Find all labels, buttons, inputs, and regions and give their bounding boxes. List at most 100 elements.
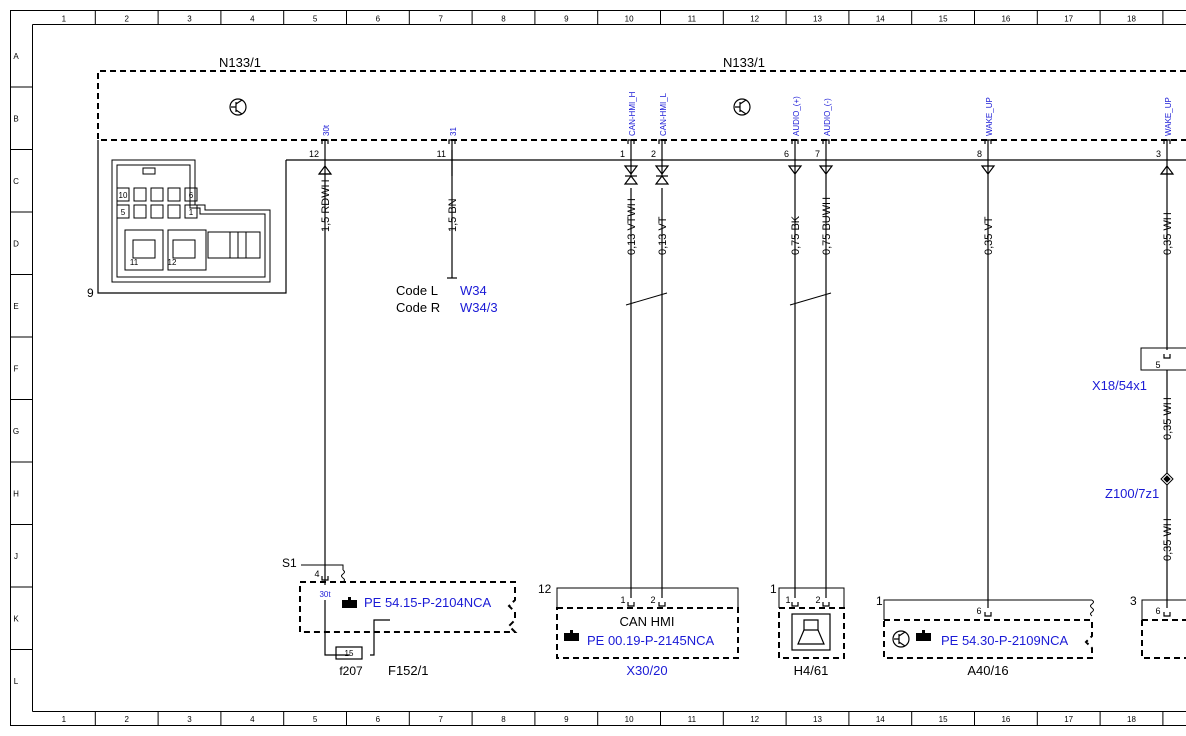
grid-col-label: 13 (813, 715, 822, 724)
can-hmi-block (556, 587, 739, 659)
can-pin-1: 1 (620, 595, 625, 605)
module-label-right: N133/1 (723, 55, 765, 70)
module-pin-signal: AUDIO_(+) (792, 96, 801, 136)
x18-wire-label: 0,35 WH (1162, 397, 1174, 440)
pin-stub (321, 139, 329, 160)
signal-direction-arrow (654, 175, 670, 185)
connector-number: 9 (87, 286, 94, 300)
svg-text:5: 5 (121, 208, 126, 217)
grid-col-label: 2 (124, 715, 129, 724)
grid-col-label: 17 (1064, 715, 1073, 724)
grid-col-label: 3 (187, 715, 192, 724)
module-wire-label: 1,5 BN (447, 198, 459, 232)
z100-link[interactable]: Z100/7z1 (1105, 486, 1159, 501)
pin-stub (448, 139, 456, 160)
module-wire-label: 0,35 VT (983, 216, 995, 255)
grid-col-label: 15 (939, 715, 948, 724)
fuse-pin: 4 (314, 569, 319, 579)
grid-row-label: J (14, 552, 18, 561)
code-r-link[interactable]: W34/3 (460, 300, 498, 315)
signal-direction-arrow (818, 165, 834, 175)
pin-stubs (317, 139, 1175, 617)
module-wire-label: 0,13 VT (657, 216, 669, 255)
can-ref[interactable]: X30/20 (626, 663, 667, 678)
grid-col-label: 2 (124, 15, 129, 24)
pin-stub (791, 139, 799, 160)
pin-stub (1163, 354, 1171, 359)
module-wire-label: 1,5 RDWH (320, 179, 332, 232)
z100-wire-label: 0,35 WH (1162, 518, 1174, 561)
grid-col-label: 3 (187, 15, 192, 24)
pe-reference-icon (342, 597, 357, 608)
pin-stub (1163, 612, 1171, 617)
fuse-block (299, 581, 518, 660)
can-pin-2: 2 (650, 595, 655, 605)
a40-conn-number: 1 (876, 594, 883, 608)
module-wire-label: 0,75 BUWH (821, 197, 833, 255)
grid-col-label: 14 (876, 15, 885, 24)
signal-direction-arrow (787, 165, 803, 175)
grid-col-label: 7 (438, 715, 443, 724)
module-label-left: N133/1 (219, 55, 261, 70)
pe-reference-icon (916, 630, 931, 641)
code-l-link[interactable]: W34 (460, 283, 487, 298)
grid-labels: 1122334455667788991010111112121313141415… (13, 15, 1137, 725)
code-l-label: Code L (396, 283, 438, 298)
grid-col-label: 9 (564, 15, 569, 24)
grid-col-label: 14 (876, 715, 885, 724)
signal-direction-arrow (623, 175, 639, 185)
module-pin-number: 1 (620, 149, 625, 159)
module-pin-signal: CAN-HMI_H (628, 91, 637, 136)
grid-col-label: 12 (750, 15, 759, 24)
grid-col-label: 4 (250, 715, 255, 724)
speaker-pin-1: 1 (785, 595, 790, 605)
module-pin-number: 11 (437, 149, 446, 159)
splice-icon (1160, 472, 1174, 486)
grid-col-label: 7 (438, 15, 443, 24)
pin-stub (627, 602, 635, 607)
grid-col-label: 4 (250, 15, 255, 24)
signal-direction-arrow (623, 165, 639, 175)
pin-stub (321, 576, 329, 581)
fuse-signal: 30t (319, 590, 331, 599)
grid-col-label: 8 (501, 715, 506, 724)
right-pin: 6 (1155, 606, 1160, 616)
fuse-pe-link[interactable]: PE 54.15-P-2104NCA (364, 595, 492, 610)
can-pe-link[interactable]: PE 00.19-P-2145NCA (587, 633, 715, 648)
grid-col-label: 11 (688, 15, 697, 24)
speaker-conn-number: 1 (770, 582, 777, 596)
fuse-name: f207 (339, 664, 363, 678)
grid-col-label: 10 (625, 15, 634, 24)
grid-col-label: 6 (376, 15, 381, 24)
a40-block (883, 599, 1094, 659)
grid-row-label: C (13, 177, 19, 186)
module-pin-signal: WAKE_UP (1164, 97, 1173, 136)
signal-direction-arrow (980, 165, 996, 175)
grid-row-label: A (13, 52, 19, 61)
transistor-icon (892, 630, 910, 648)
speaker-ref: H4/61 (794, 663, 829, 678)
connector-face-drawing (111, 159, 271, 283)
a40-pe-link[interactable]: PE 54.30-P-2109NCA (941, 633, 1069, 648)
grid-col-label: 10 (625, 715, 634, 724)
module-pin-signal: WAKE_UP (985, 97, 994, 136)
grid-row-label: L (14, 677, 19, 686)
speaker-block (778, 587, 845, 659)
a40-ref: A40/16 (967, 663, 1008, 678)
module-pin-number: 3 (1156, 149, 1161, 159)
svg-text:11: 11 (130, 258, 139, 267)
wires (301, 150, 1168, 656)
pin-stub (984, 612, 992, 617)
x18-pin: 5 (1155, 360, 1160, 370)
right-partial-block (1141, 599, 1186, 659)
fuse-number: 15 (345, 649, 354, 658)
x18-link[interactable]: X18/54x1 (1092, 378, 1147, 393)
signal-direction-arrow (654, 165, 670, 175)
module-pin-number: 8 (977, 149, 982, 159)
pin-stub (1163, 139, 1171, 160)
pin-stub (658, 139, 666, 160)
grid-col-label: 15 (939, 15, 948, 24)
grid-col-label: 18 (1127, 715, 1136, 724)
